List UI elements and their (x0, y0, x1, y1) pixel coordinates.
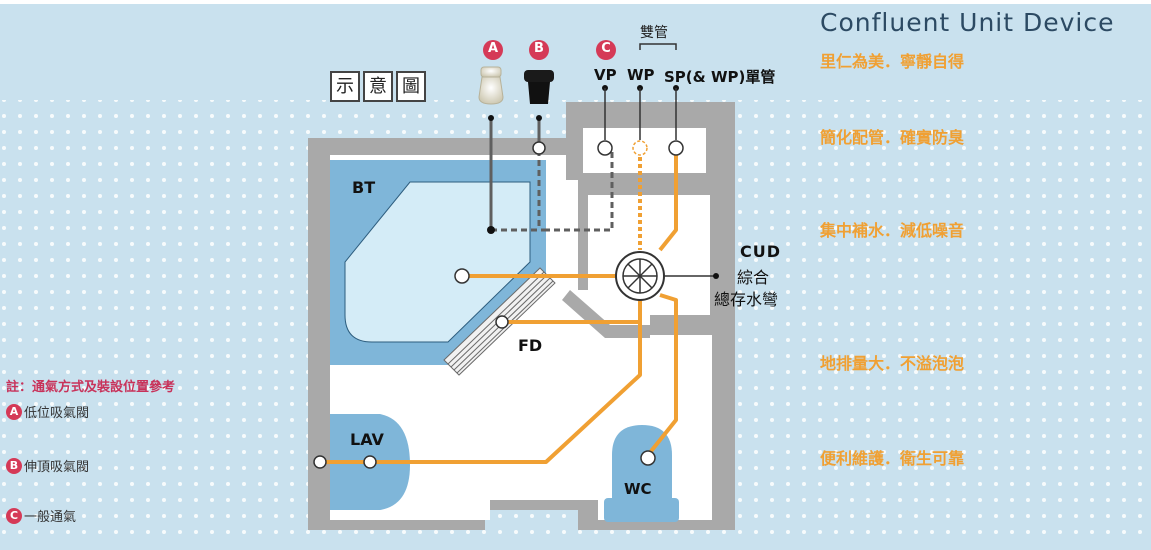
note-item-b: B 伸頂吸氣閥 (6, 456, 89, 475)
valve-a-icon (478, 66, 504, 105)
vp-label: VP (594, 66, 617, 84)
schematic-char-2: 意 (363, 71, 393, 102)
badge-b-label: B (534, 41, 544, 56)
cud-line1: 綜合 (737, 268, 770, 287)
vent-junction-dot (487, 226, 495, 234)
toilet (604, 425, 679, 522)
top-border (0, 0, 1151, 4)
lav-label: LAV (350, 430, 384, 449)
diagram-title: Confluent Unit Device (820, 8, 1115, 37)
feature-item-1: 里仁為美．寧靜自得 (820, 52, 965, 71)
cud-line2: 總存水彎 (714, 290, 779, 309)
sp-label: SP(& WP)單管 (664, 68, 776, 86)
schematic-char-3: 圖 (396, 71, 426, 102)
note-badge-b: B (6, 457, 22, 474)
note-text-b: 伸頂吸氣閥 (24, 460, 90, 475)
valve-badges (483, 40, 616, 60)
bt-label: BT (352, 178, 376, 197)
feature-item-4: 地排量大．不溢泡泡 (820, 354, 965, 373)
cud-label: CUD (740, 242, 782, 261)
badge-c-label: C (601, 41, 611, 56)
note-item-a: A 低位吸氣閥 (6, 402, 89, 421)
wp-label: WP (627, 66, 655, 84)
schematic-label: 示 意 圖 (330, 71, 426, 102)
feature-item-2: 簡化配管．確實防臭 (820, 128, 965, 147)
note-text-a: 低位吸氣閥 (24, 406, 90, 421)
vent-pipes (489, 118, 614, 232)
cud-unit (615, 251, 719, 301)
double-pipe-bracket (639, 43, 677, 50)
note-item-c: C 一般通氣 (6, 506, 76, 525)
valve-b-icon (524, 70, 554, 104)
double-pipe-label: 雙管 (640, 25, 668, 41)
notes-panel: 註：通氣方式及裝設位置參考 A 低位吸氣閥 B 伸頂吸氣閥 C 一般通氣 (6, 376, 176, 525)
fd-label: FD (518, 336, 543, 355)
badge-a-label: A (487, 41, 499, 56)
feature-item-5: 便利維護．衛生可靠 (820, 449, 965, 468)
drain-pipes (320, 150, 678, 464)
connection-points (313, 140, 684, 469)
valve-a-dot (488, 115, 494, 121)
note-badge-c: C (6, 507, 22, 524)
schematic-char-1: 示 (330, 71, 360, 102)
note-text-c: 一般通氣 (24, 510, 77, 525)
notes-title: 註：通氣方式及裝設位置參考 (6, 380, 176, 395)
wc-label: WC (624, 480, 652, 498)
valve-b-dot (536, 115, 542, 121)
note-badge-a: A (6, 403, 22, 420)
feature-item-3: 集中補水．減低噪音 (820, 221, 965, 240)
